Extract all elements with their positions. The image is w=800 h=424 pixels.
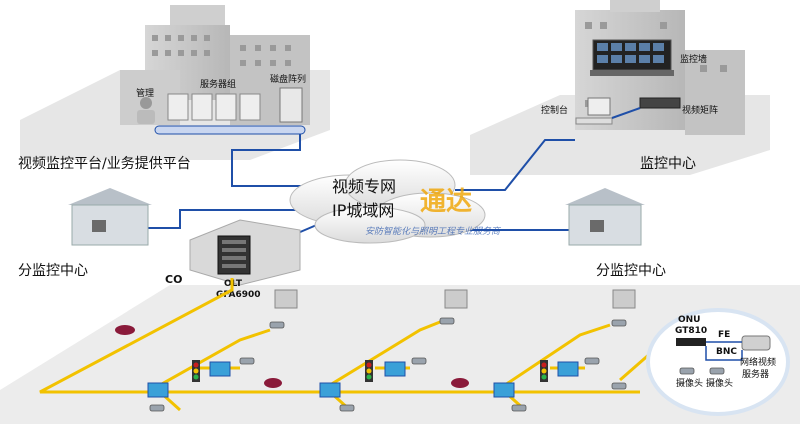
- watermark-logo: 通达: [420, 187, 472, 217]
- onu-label: ONU: [678, 315, 701, 325]
- callout-links: [705, 341, 743, 361]
- server-group-label: 服务器组: [200, 78, 236, 90]
- branch-left-label: 分监控中心: [18, 263, 88, 279]
- splitter-6: [557, 361, 579, 377]
- management-user-icon: [137, 97, 155, 124]
- splitter-4: [209, 361, 231, 377]
- camera-label-2: 摄像头: [706, 377, 733, 389]
- callout-cameras: [679, 367, 725, 375]
- platform-label: 视频监控平台/业务提供平台: [18, 156, 191, 172]
- onu-device-icon: [676, 338, 706, 346]
- video-server-icon: [741, 335, 771, 351]
- nvs-line-2: 服务器: [742, 368, 769, 380]
- cloud-label-2: IP城域网: [332, 201, 394, 220]
- bnc-label: BNC: [716, 347, 737, 357]
- small-building-2: [444, 289, 468, 309]
- co-building: [189, 219, 301, 286]
- ip-cloud: [289, 159, 486, 244]
- splitter-5: [384, 361, 406, 377]
- server-group: [167, 93, 261, 121]
- branch-house-right: [565, 188, 645, 246]
- small-building-3: [612, 289, 636, 309]
- traffic-light-2: [365, 360, 373, 382]
- disk-array-label: 磁盘阵列: [270, 73, 306, 85]
- video-matrix-label: 视频矩阵: [682, 104, 718, 116]
- car-icon-2: [264, 378, 282, 388]
- network-video-server-label: 网络视频服务器: [740, 356, 776, 380]
- onu-model-label: GT810: [675, 326, 707, 336]
- watermark-tagline: 安防智能化与照明工程专业服务商: [365, 226, 502, 237]
- management-label: 管理: [136, 87, 154, 99]
- console-label: 控制台: [541, 104, 568, 116]
- fe-label: FE: [718, 330, 730, 340]
- nvs-line-1: 网络视频: [740, 356, 776, 368]
- monitor-wall-label: 监控墙: [680, 53, 707, 65]
- disk-array-icon: [279, 87, 303, 123]
- monitor-center-label: 监控中心: [640, 156, 696, 172]
- car-icon-3: [451, 378, 469, 388]
- console-pc-icon: [575, 97, 613, 125]
- splitter-1: [147, 382, 169, 398]
- camera-label-1: 摄像头: [676, 377, 703, 389]
- traffic-light-3: [540, 360, 548, 382]
- co-label: CO: [165, 273, 182, 286]
- olt-model-label: GFA6900: [216, 290, 261, 300]
- branch-right-label: 分监控中心: [596, 263, 666, 279]
- branch-house-left: [68, 188, 152, 246]
- small-building-1: [274, 289, 298, 309]
- camera-icons: [149, 317, 627, 412]
- traffic-light-1: [192, 360, 200, 382]
- splitter-2: [319, 382, 341, 398]
- monitor-wall-icon: [590, 39, 674, 76]
- cloud-label-1: 视频专网: [332, 177, 396, 196]
- car-icon-1: [115, 325, 135, 335]
- pon-ground: [0, 285, 800, 424]
- platform-lan-bus: [154, 125, 306, 135]
- video-matrix-icon: [639, 97, 681, 109]
- splitter-3: [493, 382, 515, 398]
